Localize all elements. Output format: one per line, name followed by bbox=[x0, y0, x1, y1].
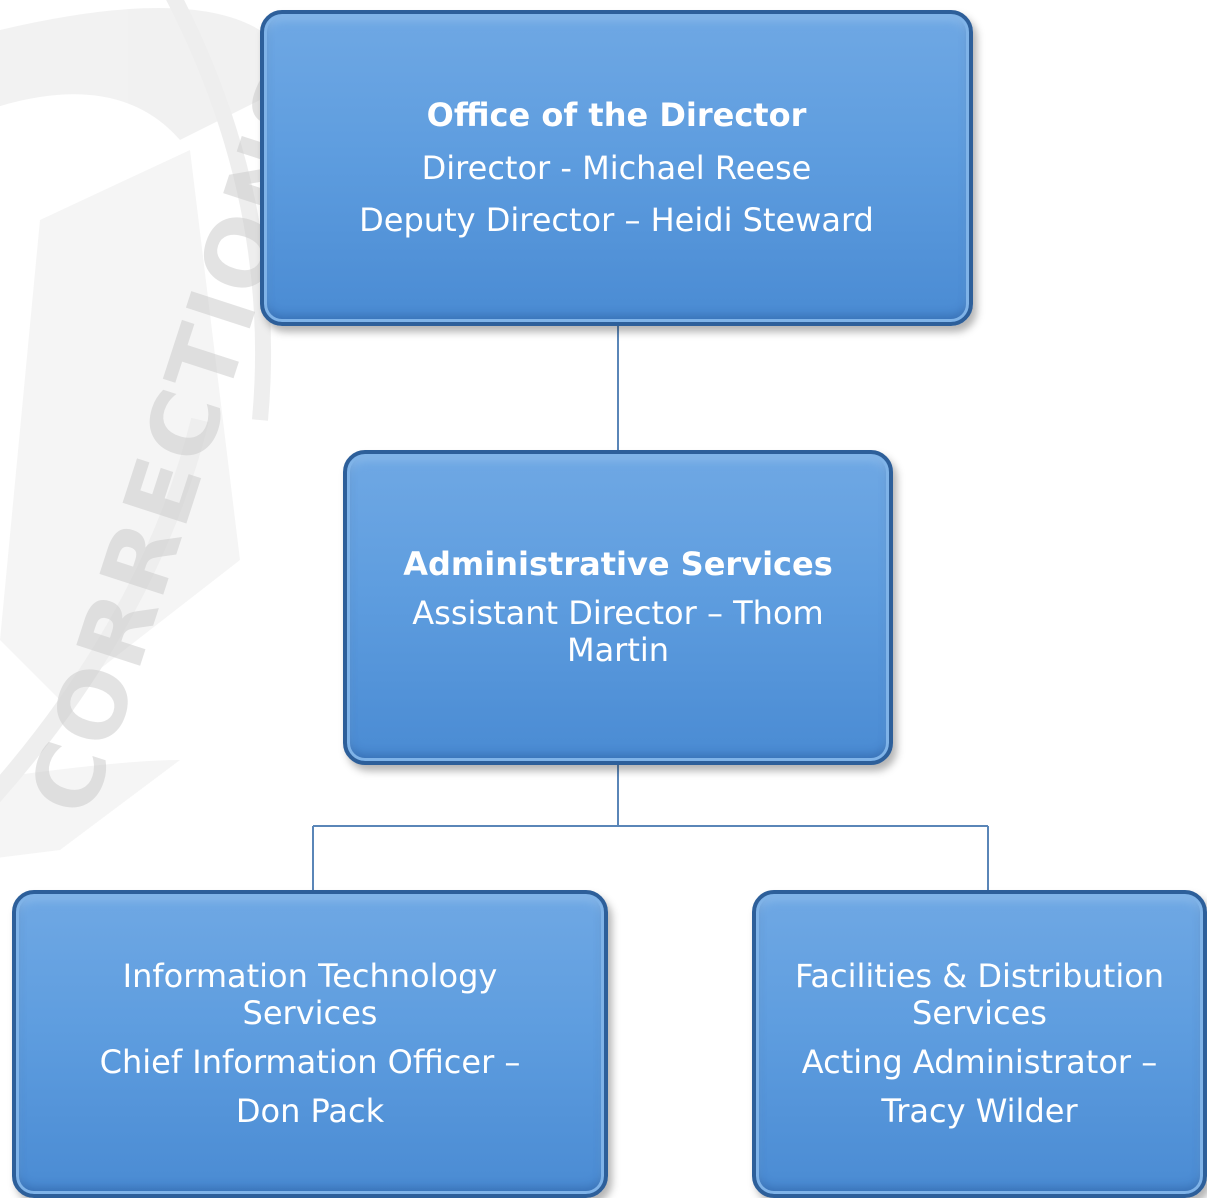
information-technology-services-title: Information Technology Services bbox=[122, 957, 498, 1033]
information-technology-services-box: Information Technology Services Chief In… bbox=[12, 890, 608, 1198]
office-of-director-title: Office of the Director bbox=[426, 95, 807, 134]
chief-information-officer-name: Don Pack bbox=[235, 1091, 385, 1130]
office-of-director-box: Office of the Director Director - Michae… bbox=[260, 10, 973, 326]
facilities-distribution-services-box: Facilities & Distribution Services Actin… bbox=[752, 890, 1207, 1198]
assistant-director-name: Assistant Director – Thom Martin bbox=[412, 594, 824, 669]
deputy-director-name: Deputy Director – Heidi Steward bbox=[359, 201, 874, 240]
acting-administrator-label: Acting Administrator – bbox=[801, 1043, 1158, 1081]
facilities-distribution-services-title: Facilities & Distribution Services bbox=[794, 957, 1165, 1033]
administrative-services-box: Administrative Services Assistant Direct… bbox=[343, 450, 893, 765]
chief-information-officer-label: Chief Information Officer – bbox=[99, 1043, 521, 1081]
director-name: Director - Michael Reese bbox=[421, 148, 812, 187]
administrative-services-title: Administrative Services bbox=[403, 545, 833, 584]
acting-administrator-name: Tracy Wilder bbox=[881, 1091, 1078, 1130]
